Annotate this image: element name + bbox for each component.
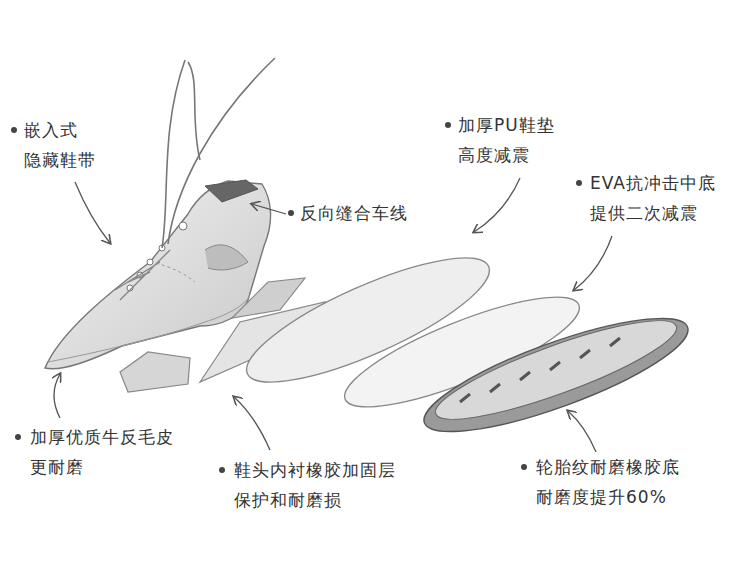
callout-label: 鞋头内衬橡胶加固层 保护和耐磨损 bbox=[234, 455, 396, 515]
callout-label: 嵌入式 隐藏鞋带 bbox=[24, 115, 96, 175]
callout-label: EVA抗冲击中底 提供二次减震 bbox=[590, 168, 716, 228]
bullet-dots bbox=[11, 122, 582, 473]
outsole bbox=[413, 297, 698, 453]
callout-label: 加厚PU鞋垫 高度减震 bbox=[458, 110, 555, 170]
callout-label: 加厚优质牛反毛皮 更耐磨 bbox=[30, 422, 174, 482]
callout-label: 轮胎纹耐磨橡胶底 耐磨度提升60% bbox=[536, 452, 680, 512]
callout-label: 反向缝合车线 bbox=[300, 198, 408, 228]
shoe-laces bbox=[162, 58, 275, 248]
leader-arrows bbox=[54, 178, 612, 452]
